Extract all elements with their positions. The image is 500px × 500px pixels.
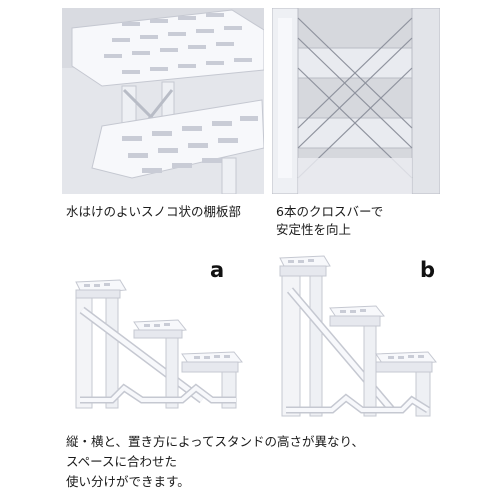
usage-caption-line-2: スペースに合わせた	[66, 454, 178, 469]
stand-variant-a-photo	[62, 250, 247, 422]
usage-caption-line-1: 縦・横と、置き方によってスタンドの高さが異なり、	[66, 434, 365, 449]
variant-b-label: b	[420, 258, 436, 282]
cross-bar-caption-line-1: 6本のクロスバーで	[276, 204, 384, 219]
cross-bar-photo	[272, 8, 440, 194]
usage-caption: 縦・横と、置き方によってスタンドの高さが異なり、 スペースに合わせた 使い分けが…	[66, 432, 364, 492]
variant-a-label: a	[210, 258, 225, 282]
shelf-board-photo	[62, 8, 264, 194]
stand-variant-b-photo	[272, 250, 438, 422]
cross-bar-caption-line-2: 安定性を向上	[276, 222, 352, 237]
shelf-board-caption: 水はけのよいスノコ状の棚板部	[66, 204, 242, 219]
cross-bar-caption: 6本のクロスバーで 安定性を向上	[276, 203, 383, 239]
usage-caption-line-3: 使い分けができます。	[66, 474, 190, 489]
